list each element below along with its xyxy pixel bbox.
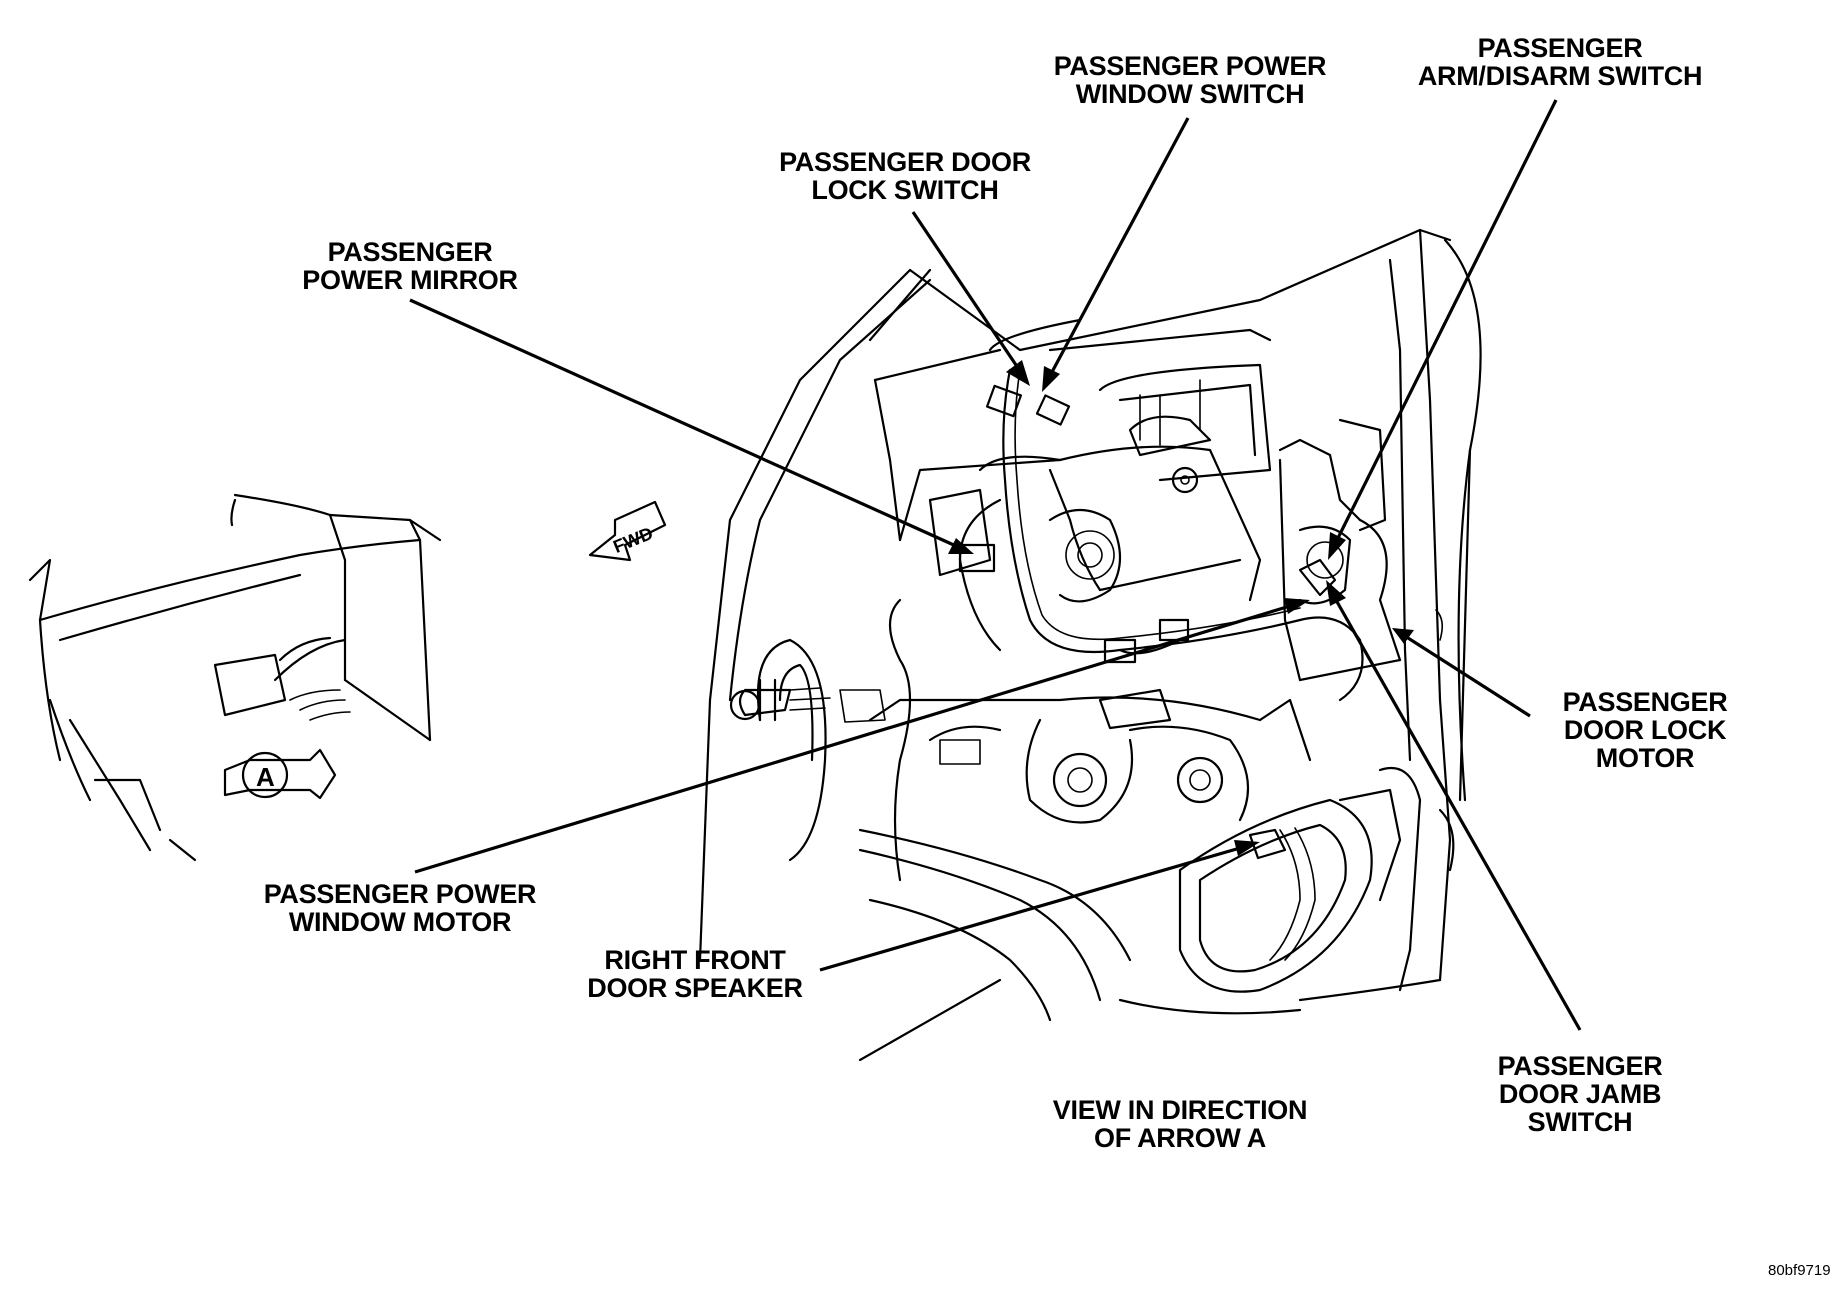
vehicle-overview-drawing: A: [28, 493, 442, 862]
door-assembly-drawing: [698, 228, 1482, 1062]
svg-text:FWD: FWD: [610, 523, 655, 557]
label-passenger-door-jamb-switch: PASSENGER DOOR JAMB SWITCH: [1497, 1051, 1663, 1137]
label-right-front-door-speaker: RIGHT FRONT DOOR SPEAKER: [587, 945, 803, 1003]
label-passenger-power-mirror: PASSENGER POWER MIRROR: [302, 237, 518, 295]
figure-id: 80bf9719: [1768, 1262, 1831, 1279]
arrow-a-marker: A: [256, 762, 275, 792]
label-passenger-door-lock-switch: PASSENGER DOOR LOCK SWITCH: [779, 147, 1031, 205]
label-passenger-arm-disarm-switch: PASSENGER ARM/DISARM SWITCH: [1417, 33, 1703, 91]
label-passenger-door-lock-motor: PASSENGER DOOR LOCK MOTOR: [1562, 687, 1728, 773]
view-caption: VIEW IN DIRECTION OF ARROW A: [1052, 1095, 1308, 1153]
leader-lines: [409, 99, 1582, 1031]
label-passenger-power-window-switch: PASSENGER POWER WINDOW SWITCH: [1053, 51, 1327, 109]
fwd-arrow-icon: FWD: [588, 500, 667, 562]
label-passenger-power-window-motor: PASSENGER POWER WINDOW MOTOR: [263, 879, 537, 937]
